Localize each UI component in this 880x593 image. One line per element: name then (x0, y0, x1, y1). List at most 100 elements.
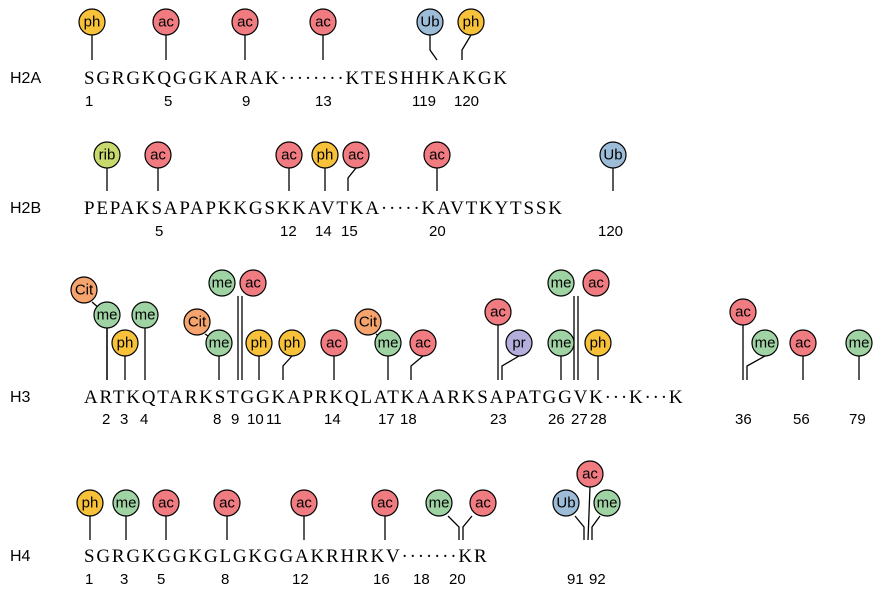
modification-badge-ph: ph (457, 8, 485, 36)
residue-number: 27 (571, 411, 588, 428)
residue-number: 5 (164, 93, 172, 110)
badge-label: ac (281, 147, 297, 164)
badge-label: me (551, 335, 572, 352)
modification-badge-ac: ac (342, 141, 370, 169)
badge-stem (282, 355, 293, 380)
badge-label: ac (429, 147, 445, 164)
badge-circle (484, 298, 512, 326)
residue-number: 36 (735, 411, 752, 428)
badge-label: ph (317, 147, 334, 164)
badge-label: me (849, 335, 870, 352)
residue-number: 16 (373, 571, 390, 588)
modification-badge-ac: ac (239, 269, 267, 297)
badge-label: pr (512, 335, 525, 352)
badge-label: me (135, 307, 156, 324)
modification-badge-ac: ac (576, 460, 604, 488)
badge-circle (111, 329, 139, 357)
badge-circle (751, 329, 779, 357)
residue-number: 26 (548, 411, 565, 428)
badge-circle (729, 298, 757, 326)
badge-label: ac (245, 275, 261, 292)
badge-label: ac (588, 275, 604, 292)
residue-number: 56 (793, 411, 810, 428)
modification-badge-rib: rib (93, 141, 121, 169)
modification-badge-ac: ac (213, 489, 241, 517)
badge-circle (93, 301, 121, 329)
modification-badge-me: me (131, 301, 159, 329)
badge-circle (416, 8, 444, 36)
row-label-h3: H3 (10, 389, 31, 406)
residue-number: 12 (292, 571, 309, 588)
badge-circle (93, 141, 121, 169)
modification-badge-me: me (593, 489, 621, 517)
badge-label: ac (158, 495, 174, 512)
row-label-h2b: H2B (10, 200, 41, 217)
residue-number: 5 (157, 571, 165, 588)
modification-badge-ub: Ub (416, 8, 444, 36)
badge-label: ac (582, 466, 598, 483)
residue-number: 18 (413, 571, 430, 588)
badge-stem (501, 355, 520, 380)
modification-badge-ac: ac (152, 489, 180, 517)
badge-circle (505, 329, 533, 357)
badge-label: ph (284, 335, 301, 352)
badge-stem (587, 486, 591, 541)
badge-label: ph (82, 495, 99, 512)
badge-label: ph (590, 335, 607, 352)
modification-badge-ph: ph (278, 329, 306, 357)
badge-circle (547, 269, 575, 297)
residue-number: 9 (242, 93, 250, 110)
badge-circle (70, 276, 98, 304)
badge-circle (320, 329, 348, 357)
badge-label: rib (99, 147, 116, 164)
modification-badge-cit: Cit (354, 308, 382, 336)
badge-label: Ub (420, 14, 439, 31)
badge-label: ac (326, 335, 342, 352)
residue-number: 14 (324, 411, 341, 428)
badge-label: ac (475, 495, 491, 512)
residue-number: 8 (213, 411, 221, 428)
sequence-h2a: SGRGKQGGKARAK········KTESHHKAKGK (84, 68, 509, 89)
badge-stem (461, 34, 472, 60)
modification-badge-ac: ac (144, 141, 172, 169)
badge-stem (347, 167, 357, 191)
residue-number: 20 (449, 571, 466, 588)
modification-badge-ac: ac (582, 269, 610, 297)
modification-badge-me: me (205, 329, 233, 357)
badge-label: me (116, 495, 137, 512)
modification-badge-ph: ph (111, 329, 139, 357)
modification-badge-me: me (112, 489, 140, 517)
badge-label: me (551, 275, 572, 292)
residue-number: 91 (567, 571, 584, 588)
badge-label: me (755, 335, 776, 352)
badge-circle (599, 141, 627, 169)
modification-badge-me: me (845, 329, 873, 357)
modification-badge-ac: ac (371, 489, 399, 517)
badge-label: me (597, 495, 618, 512)
modification-badge-me: me (93, 301, 121, 329)
modification-badge-pr: pr (505, 329, 533, 357)
badge-circle (231, 8, 259, 36)
modification-badge-cit: Cit (70, 276, 98, 304)
badge-circle (409, 329, 437, 357)
residue-number: 92 (589, 571, 606, 588)
badge-circle (845, 329, 873, 357)
residue-number: 9 (231, 411, 239, 428)
modification-badge-cit: Cit (183, 308, 211, 336)
residue-number: 8 (221, 571, 229, 588)
residue-number: 23 (490, 411, 507, 428)
modification-badge-me: me (374, 329, 402, 357)
residue-number: 11 (266, 411, 282, 428)
badge-stem (429, 35, 438, 61)
badge-circle (183, 308, 211, 336)
sequence-h3: ARTKQTARKSTGGKAPRKQLATKAARKSAPATGGVK···K… (84, 387, 684, 408)
badge-label: me (209, 335, 230, 352)
row-label-h4: H4 (10, 548, 31, 565)
modification-badge-ac: ac (729, 298, 757, 326)
badge-circle (576, 460, 604, 488)
badge-label: ac (219, 495, 235, 512)
badge-label: ac (490, 304, 506, 321)
residue-number: 4 (140, 411, 148, 428)
badge-label: ac (795, 335, 811, 352)
